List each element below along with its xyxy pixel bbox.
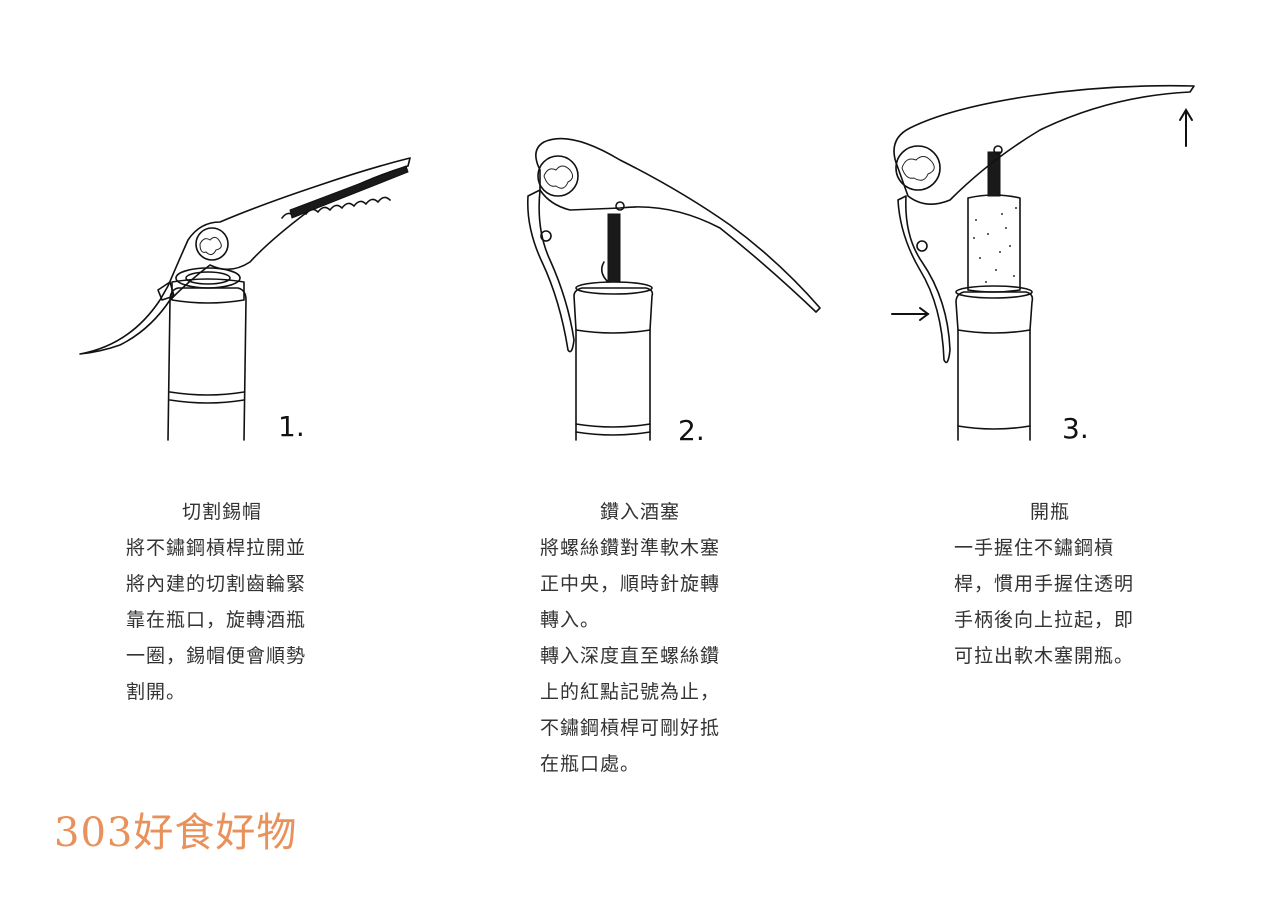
step-3-line: 一手握住不鏽鋼槓 bbox=[954, 530, 1174, 566]
step-3-caption: 開瓶 一手握住不鏽鋼槓 桿，慣用手握住透明 手柄後向上拉起，即 可拉出軟木塞開瓶… bbox=[954, 494, 1174, 674]
step-number-3: 3. bbox=[1062, 412, 1089, 445]
corkscrew-pulling-cork-drawing bbox=[870, 0, 1230, 470]
step-1-line: 割開。 bbox=[126, 674, 346, 710]
step-2-caption: 鑽入酒塞 將螺絲鑽對準軟木塞 正中央，順時針旋轉 轉入。 轉入深度直至螺絲鑽 上… bbox=[540, 494, 770, 782]
step-1-line: 靠在瓶口，旋轉酒瓶 bbox=[126, 602, 346, 638]
step-number-2: 2. bbox=[678, 414, 705, 447]
step-3-line: 桿，慣用手握住透明 bbox=[954, 566, 1174, 602]
step-3-line: 可拉出軟木塞開瓶。 bbox=[954, 638, 1174, 674]
step-2-line: 轉入深度直至螺絲鑽 bbox=[540, 638, 770, 674]
step-1-line: 一圈，錫帽便會順勢 bbox=[126, 638, 346, 674]
corkscrew-cutting-foil-drawing bbox=[60, 0, 460, 470]
step-2-line: 上的紅點記號為止， bbox=[540, 674, 770, 710]
illustration-step-2: 2. bbox=[480, 0, 860, 470]
illustration-step-1: 1. bbox=[60, 0, 460, 470]
corkscrew-drilling-cork-drawing bbox=[480, 0, 860, 470]
step-2-line: 不鏽鋼槓桿可剛好抵 bbox=[540, 710, 770, 746]
step-3-title: 開瓶 bbox=[954, 494, 1174, 530]
step-1-line: 將不鏽鋼槓桿拉開並 bbox=[126, 530, 346, 566]
step-1-line: 將內建的切割齒輪緊 bbox=[126, 566, 346, 602]
step-1-title: 切割錫帽 bbox=[126, 494, 346, 530]
step-2-line: 在瓶口處。 bbox=[540, 746, 770, 782]
illustration-step-3: 3. bbox=[870, 0, 1230, 470]
step-2-line: 將螺絲鑽對準軟木塞 bbox=[540, 530, 770, 566]
step-2-line: 正中央，順時針旋轉 bbox=[540, 566, 770, 602]
brand-logo-text: 303好食好物 bbox=[54, 800, 297, 858]
step-3-line: 手柄後向上拉起，即 bbox=[954, 602, 1174, 638]
step-number-1: 1. bbox=[278, 410, 305, 443]
step-2-title: 鑽入酒塞 bbox=[540, 494, 770, 530]
step-1-caption: 切割錫帽 將不鏽鋼槓桿拉開並 將內建的切割齒輪緊 靠在瓶口，旋轉酒瓶 一圈，錫帽… bbox=[126, 494, 346, 710]
step-2-line: 轉入。 bbox=[540, 602, 770, 638]
